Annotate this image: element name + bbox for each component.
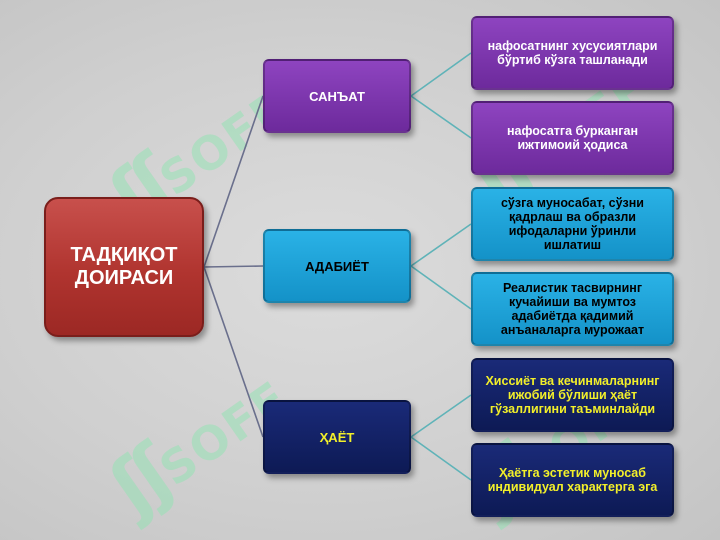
leaf-sanat-2: нафосатга бурканган ижтимоий ҳодиса <box>471 101 674 175</box>
category-sanat: САНЪАТ <box>263 59 411 133</box>
connector-sanat-2 <box>410 95 472 139</box>
connector-hayot-2 <box>410 436 472 481</box>
root-node: ТАДҚИҚОТ ДОИРАСИ <box>44 197 204 337</box>
connector-adabiyot-2 <box>410 265 472 310</box>
leaf-text: Реалистик тасвирнинг кучайиши ва мумтоз … <box>500 281 645 337</box>
leaf-text: сўзга муносабат, сўзни қадрлаш ва образл… <box>500 196 644 252</box>
leaf-hayot-2: Ҳаётга эстетик муносаб индивидуал характ… <box>471 443 674 517</box>
leaf-text: нафосатга бурканган ижтимоий ҳодиса <box>507 124 638 152</box>
leaf-sanat-1: нафосатнинг хусусиятлари бўртиб кўзга та… <box>471 16 674 90</box>
connector-root-sanat <box>203 95 264 268</box>
leaf-text: нафосатнинг хусусиятлари бўртиб кўзга та… <box>487 39 658 67</box>
connector-adabiyot-1 <box>410 223 472 267</box>
leaf-hayot-1: Хиссиёт ва кечинмаларнинг ижобий бўлиши … <box>471 358 674 432</box>
connector-hayot-1 <box>410 394 472 438</box>
category-label: ҲАЁТ <box>319 429 355 445</box>
leaf-text: Хиссиёт ва кечинмаларнинг ижобий бўлиши … <box>485 374 660 416</box>
category-adabiyot: АДАБИЁТ <box>263 229 411 303</box>
connector-sanat-1 <box>410 52 472 97</box>
category-hayot: ҲАЁТ <box>263 400 411 474</box>
leaf-adabiyot-2: Реалистик тасвирнинг кучайиши ва мумтоз … <box>471 272 674 346</box>
category-label: АДАБИЁТ <box>305 258 369 274</box>
leaf-adabiyot-1: сўзга муносабат, сўзни қадрлаш ва образл… <box>471 187 674 261</box>
root-label: ТАДҚИҚОТ ДОИРАСИ <box>70 244 178 289</box>
leaf-text: Ҳаётга эстетик муносаб индивидуал характ… <box>487 466 658 494</box>
category-label: САНЪАТ <box>309 88 365 104</box>
connector-root-adabiyot <box>203 265 264 268</box>
connector-root-hayot <box>203 266 264 438</box>
